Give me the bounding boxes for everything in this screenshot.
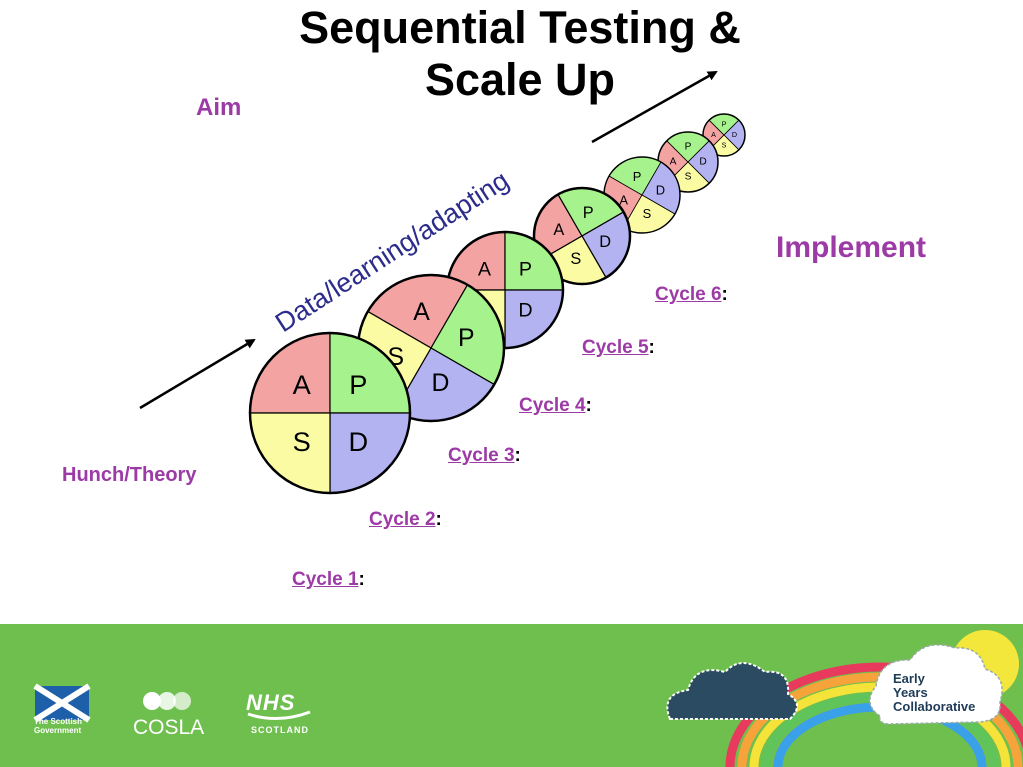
cosla-text: COSLA bbox=[133, 716, 205, 739]
cycle-2-label: Cycle 2: bbox=[369, 509, 442, 531]
quadrant-label-plan: P bbox=[349, 369, 367, 400]
quadrant-label-plan: P bbox=[722, 121, 727, 129]
quadrant-label-act: A bbox=[711, 131, 716, 139]
quadrant-label-study: S bbox=[722, 142, 727, 150]
early-years-collaborative-logo: Early Years Collaborative bbox=[893, 672, 993, 714]
cycle-3-label: Cycle 3: bbox=[448, 445, 521, 467]
cycle-6-label: Cycle 6: bbox=[655, 284, 728, 306]
aim-label: Aim bbox=[196, 94, 242, 121]
quadrant-label-plan: P bbox=[583, 204, 594, 222]
cycle-6-suffix: : bbox=[721, 284, 728, 305]
cycle-6-name: Cycle 6 bbox=[655, 284, 722, 305]
quadrant-label-do: D bbox=[656, 183, 665, 198]
eyc-line-2: Years bbox=[893, 685, 928, 700]
cycle-3-suffix: : bbox=[514, 445, 521, 466]
circle-outline bbox=[702, 113, 746, 157]
quadrant-label-act: A bbox=[553, 221, 564, 239]
rainbow-icon bbox=[725, 662, 1023, 767]
cycle-1-suffix: : bbox=[358, 569, 365, 590]
white-cloud-icon bbox=[869, 644, 1003, 725]
cosla-logo-icon bbox=[143, 692, 191, 710]
quadrant-label-plan: P bbox=[519, 258, 532, 280]
quadrant-label-act: A bbox=[619, 192, 628, 207]
eyc-line-1: Early bbox=[893, 671, 925, 686]
quadrant-label-do: D bbox=[599, 233, 611, 251]
circle-outline bbox=[248, 331, 412, 495]
quadrant-label-act: A bbox=[478, 258, 492, 280]
saltire-flag-icon bbox=[33, 683, 91, 723]
quadrant-label-do: D bbox=[732, 131, 737, 139]
cycle-4-suffix: : bbox=[585, 395, 592, 416]
lower-ramp-arrow bbox=[139, 338, 256, 410]
quadrant-label-study: S bbox=[570, 250, 581, 268]
title-line-2: Scale Up bbox=[424, 54, 616, 105]
hunch-theory-label: Hunch/Theory bbox=[62, 464, 197, 486]
cycle-1-name: Cycle 1 bbox=[292, 569, 359, 590]
quadrant-label-plan: P bbox=[685, 142, 692, 153]
page-title: Sequential Testing & Scale Up bbox=[230, 2, 810, 106]
cycle-3-name: Cycle 3 bbox=[448, 445, 515, 466]
cycle-5-suffix: : bbox=[648, 337, 655, 358]
circle-outline bbox=[532, 186, 632, 286]
quadrant-label-plan: P bbox=[458, 325, 475, 352]
footer-banner bbox=[0, 624, 1023, 767]
cycle-2-suffix: : bbox=[435, 509, 442, 530]
upper-ramp-arrow bbox=[591, 70, 718, 144]
nhs-text: NHS bbox=[246, 690, 296, 715]
quadrant-label-act: A bbox=[413, 299, 430, 326]
quadrant-label-do: D bbox=[699, 157, 706, 168]
cycle-5-name: Cycle 5 bbox=[582, 337, 649, 358]
cycle-5-label: Cycle 5: bbox=[582, 337, 655, 359]
nhs-scotland-text: SCOTLAND bbox=[251, 725, 309, 735]
pdsa-circle-1: A PD S bbox=[248, 331, 412, 495]
quadrant-label-study: S bbox=[685, 172, 692, 183]
eyc-line-3: Collaborative bbox=[893, 699, 976, 714]
scottish-government-text: The Scottish Government bbox=[34, 717, 83, 735]
pdsa-circles: APDSAPDSAPDSAPDSAPDSAPDSAPDS bbox=[248, 113, 746, 495]
cycle-4-label: Cycle 4: bbox=[519, 395, 592, 417]
nhs-swoosh-icon bbox=[247, 710, 311, 721]
pdsa-ramp-diagram: Data/learning/adapting APDSAPDSAPDSAPDSA… bbox=[139, 70, 746, 495]
footer-graphics bbox=[33, 630, 1023, 767]
cycle-1-label: Cycle 1: bbox=[292, 569, 365, 591]
quadrant-label-do: D bbox=[348, 426, 368, 457]
quadrant-label-do: D bbox=[431, 370, 449, 397]
dark-cloud-icon bbox=[666, 662, 798, 720]
quadrant-label-act: A bbox=[670, 157, 677, 168]
quadrant-label-study: S bbox=[643, 206, 652, 221]
title-line-1: Sequential Testing & bbox=[299, 2, 741, 53]
quadrant-label-study: S bbox=[293, 426, 311, 457]
implement-label: Implement bbox=[776, 231, 927, 264]
cycle-2-name: Cycle 2 bbox=[369, 509, 436, 530]
quadrant-label-do: D bbox=[518, 300, 532, 322]
cycle-4-name: Cycle 4 bbox=[519, 395, 586, 416]
quadrant-label-act: A bbox=[293, 369, 312, 400]
quadrant-label-plan: P bbox=[633, 169, 642, 184]
